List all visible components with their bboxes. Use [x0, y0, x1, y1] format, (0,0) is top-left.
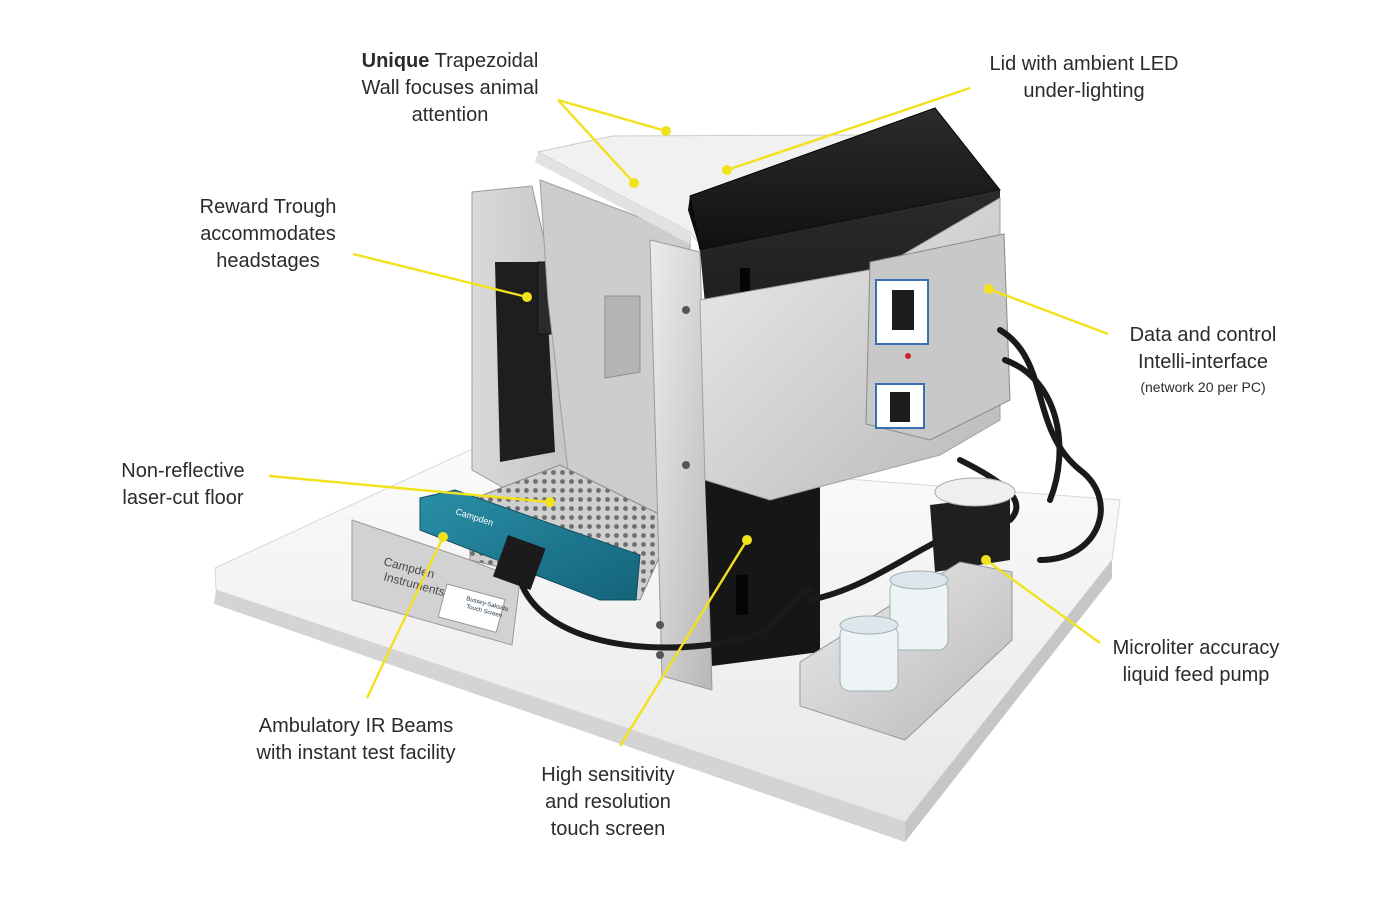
callout-ir-beams: Ambulatory IR Beams with instant test fa… [231, 713, 481, 767]
dot-ir-beams [438, 532, 448, 542]
dot-touch-screen [742, 535, 752, 545]
callout-line: Intelli-interface [1137, 351, 1269, 373]
callout-line: Wall focuses animal [361, 77, 539, 99]
leader-pump [985, 559, 1101, 644]
callout-line: laser-cut floor [122, 487, 244, 509]
callout-reward-trough: Reward Trough accommodates headstages [168, 194, 368, 275]
callout-line: Microliter accuracy [1112, 637, 1280, 659]
leader-touch-screen [618, 539, 749, 747]
intelli-interface [865, 233, 1011, 441]
leader-trapezoidal-wall-1 [557, 99, 635, 184]
callout-line: Reward Trough [199, 196, 337, 218]
callout-trapezoidal-wall: Unique Trapezoidal Wall focuses animal a… [340, 48, 560, 129]
callout-touch-screen: High sensitivity and resolution touch sc… [508, 762, 708, 843]
ir-beam-board: Campden [419, 489, 641, 601]
leader-lines [268, 86, 1109, 747]
dot-trapezoidal-wall-1 [629, 178, 639, 188]
callout-line: accommodates [200, 223, 336, 245]
callout-line: liquid feed pump [1122, 664, 1270, 686]
callout-line: headstages [216, 250, 320, 272]
callout-line: High sensitivity [541, 764, 675, 786]
callout-data-control: Data and control Intelli-interface (netw… [1103, 322, 1303, 398]
leader-trapezoidal-wall-2 [557, 98, 667, 133]
leader-data-control [988, 287, 1109, 336]
dot-lid [722, 165, 732, 175]
dot-reward-trough [522, 292, 532, 302]
dot-trapezoidal-wall-2 [661, 126, 671, 136]
callout-emphasis: Unique [361, 50, 430, 72]
dot-pump [981, 555, 991, 565]
callout-line: under-lighting [1023, 80, 1145, 102]
callout-note: (network 20 per PC) [1140, 379, 1266, 395]
dot-data-control [984, 284, 994, 294]
leader-floor [268, 474, 551, 504]
leader-lid [726, 86, 971, 172]
callout-line: attention [411, 104, 489, 126]
leader-ir-beams [365, 536, 445, 699]
leader-reward-trough [352, 252, 528, 299]
front-frame [649, 239, 713, 691]
callout-line: Ambulatory IR Beams [258, 715, 454, 737]
bottle [839, 615, 899, 692]
callout-lid-led: Lid with ambient LED under-lighting [974, 51, 1194, 105]
callout-line: with instant test facility [256, 742, 456, 764]
dot-floor [545, 497, 555, 507]
callout-line: Trapezoidal [434, 50, 539, 72]
callout-line: Non-reflective [121, 460, 245, 482]
callout-line: Data and control [1129, 324, 1277, 346]
bottle [889, 570, 949, 651]
callout-floor: Non-reflective laser-cut floor [93, 458, 273, 512]
callout-line: and resolution [545, 791, 671, 813]
callout-line: Lid with ambient LED [989, 53, 1179, 75]
callout-pump: Microliter accuracy liquid feed pump [1096, 635, 1296, 689]
feed-pump [799, 477, 1016, 741]
callout-line: touch screen [550, 818, 666, 840]
